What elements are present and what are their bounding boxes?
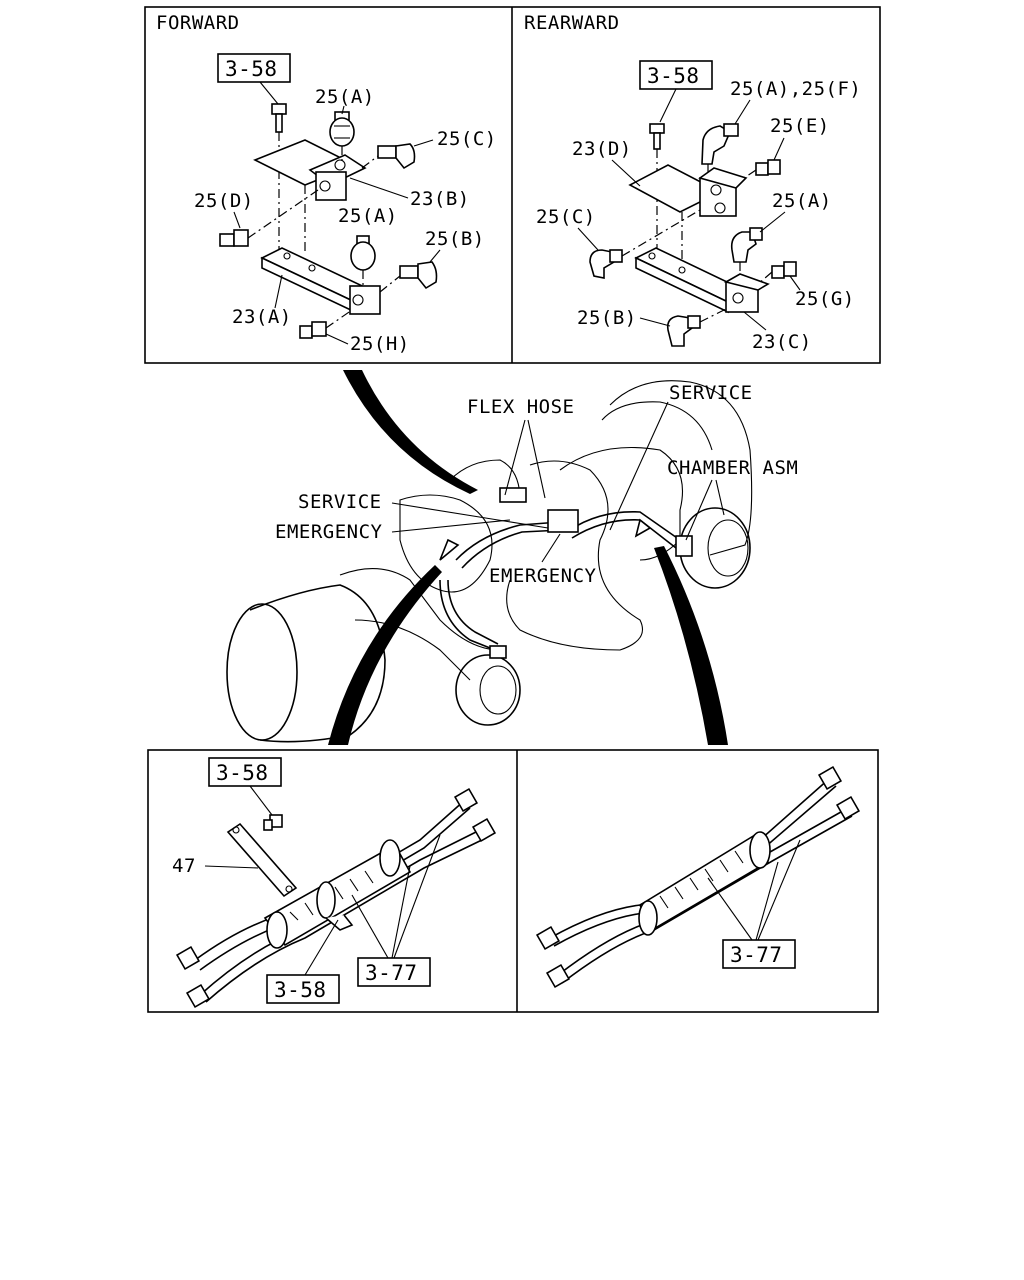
- forward-fitting-a-top: [329, 111, 355, 162]
- hose-left-ref-hose-box[interactable]: 3-77: [357, 957, 431, 987]
- rearward-label-23d: 23(D): [572, 138, 632, 160]
- label-service-top: SERVICE: [669, 382, 753, 404]
- rearward-lower-plate: [634, 247, 770, 314]
- right-brake-drum: [601, 380, 753, 589]
- rearward-label-25af: 25(A),25(F): [730, 78, 861, 100]
- forward-ref-3-58: 3-58: [225, 57, 278, 81]
- forward-upper-plate: [253, 139, 367, 255]
- forward-fitting-a-mid: [350, 235, 376, 285]
- hose-left-bracket-47: [226, 822, 298, 898]
- rearward-fitting-b: [666, 307, 729, 347]
- overview-illustration: FLEX HOSE SERVICE CHAMBER ASM SERVICE EM…: [226, 370, 798, 745]
- rearward-label-25g: 25(G): [795, 288, 855, 310]
- hose-right-ref-hose-box[interactable]: 3-77: [722, 939, 796, 969]
- hose-left-bolt: [263, 814, 283, 831]
- rearward-panel: REARWARD 3-58 25(A),25(F) 25(E): [524, 12, 861, 353]
- callout-wedge-left-top: [343, 370, 478, 494]
- hose-left-bundle: [175, 787, 497, 1009]
- bottom-panels-frame: [147, 749, 879, 1013]
- forward-label-25d: 25(D): [194, 190, 254, 212]
- forward-label-25b: 25(B): [425, 228, 485, 250]
- rearward-fitting-g: [757, 261, 797, 285]
- forward-title: FORWARD: [156, 12, 240, 34]
- forward-label-25a-top: 25(A): [315, 86, 375, 108]
- forward-bolt: [271, 103, 287, 250]
- rearward-fitting-c: [589, 209, 701, 279]
- label-emergency-mid: EMERGENCY: [489, 565, 597, 587]
- forward-panel: FORWARD 3-58 25(: [156, 12, 497, 355]
- rearward-label-23c: 23(C): [752, 331, 812, 353]
- axle-housing: [339, 446, 684, 726]
- hose-left-ref-top: 3-58: [216, 761, 269, 785]
- forward-label-23b: 23(B): [410, 188, 470, 210]
- forward-label-25c: 25(C): [437, 128, 497, 150]
- forward-label-23a: 23(A): [232, 306, 292, 328]
- forward-ref-box[interactable]: 3-58: [217, 53, 291, 83]
- top-panels-frame: [144, 6, 881, 364]
- rearward-title: REARWARD: [524, 12, 620, 34]
- forward-label-25a-mid: 25(A): [338, 205, 398, 227]
- rearward-bolt: [649, 123, 665, 250]
- callout-wedge-left-bottom: [328, 565, 442, 745]
- hose-left-ref-bottom: 3-58: [274, 978, 327, 1002]
- forward-fitting-d: [219, 189, 319, 247]
- rearward-fitting-af: [701, 123, 739, 180]
- hose-left-ref-3-77: 3-77: [365, 961, 418, 985]
- forward-fitting-h: [299, 309, 353, 339]
- label-flex-hose: FLEX HOSE: [467, 396, 574, 418]
- label-emergency-left: EMERGENCY: [275, 521, 383, 543]
- rearward-label-25e: 25(E): [770, 115, 830, 137]
- hose-left-ref-top-box[interactable]: 3-58: [208, 757, 282, 787]
- rearward-label-25c: 25(C): [536, 206, 596, 228]
- rearward-ref-3-58: 3-58: [647, 64, 700, 88]
- rearward-label-25a: 25(A): [772, 190, 832, 212]
- hose-panel-right: 3-77: [535, 765, 861, 989]
- forward-lower-plate: [260, 247, 381, 315]
- callout-wedge-right-bottom: [654, 546, 728, 745]
- hose-panel-left: 3-58 47: [172, 757, 497, 1009]
- hose-left-label-47: 47: [172, 855, 196, 877]
- forward-fitting-b: [379, 261, 438, 293]
- forward-fitting-c: [361, 143, 416, 170]
- hose-left-ref-bottom-box[interactable]: 3-58: [266, 974, 340, 1004]
- axle-hoses: [439, 487, 693, 659]
- left-brake-drum: [226, 584, 386, 743]
- rearward-ref-box[interactable]: 3-58: [639, 60, 713, 90]
- rearward-label-25b: 25(B): [577, 307, 637, 329]
- hose-right-ref-3-77: 3-77: [730, 943, 783, 967]
- rearward-upper-plate: [628, 164, 748, 270]
- forward-label-25h: 25(H): [350, 333, 410, 355]
- label-service-left: SERVICE: [298, 491, 382, 513]
- rearward-fitting-a: [730, 227, 763, 278]
- label-chamber-asm: CHAMBER ASM: [667, 457, 798, 479]
- hose-right-bundle: [535, 765, 861, 989]
